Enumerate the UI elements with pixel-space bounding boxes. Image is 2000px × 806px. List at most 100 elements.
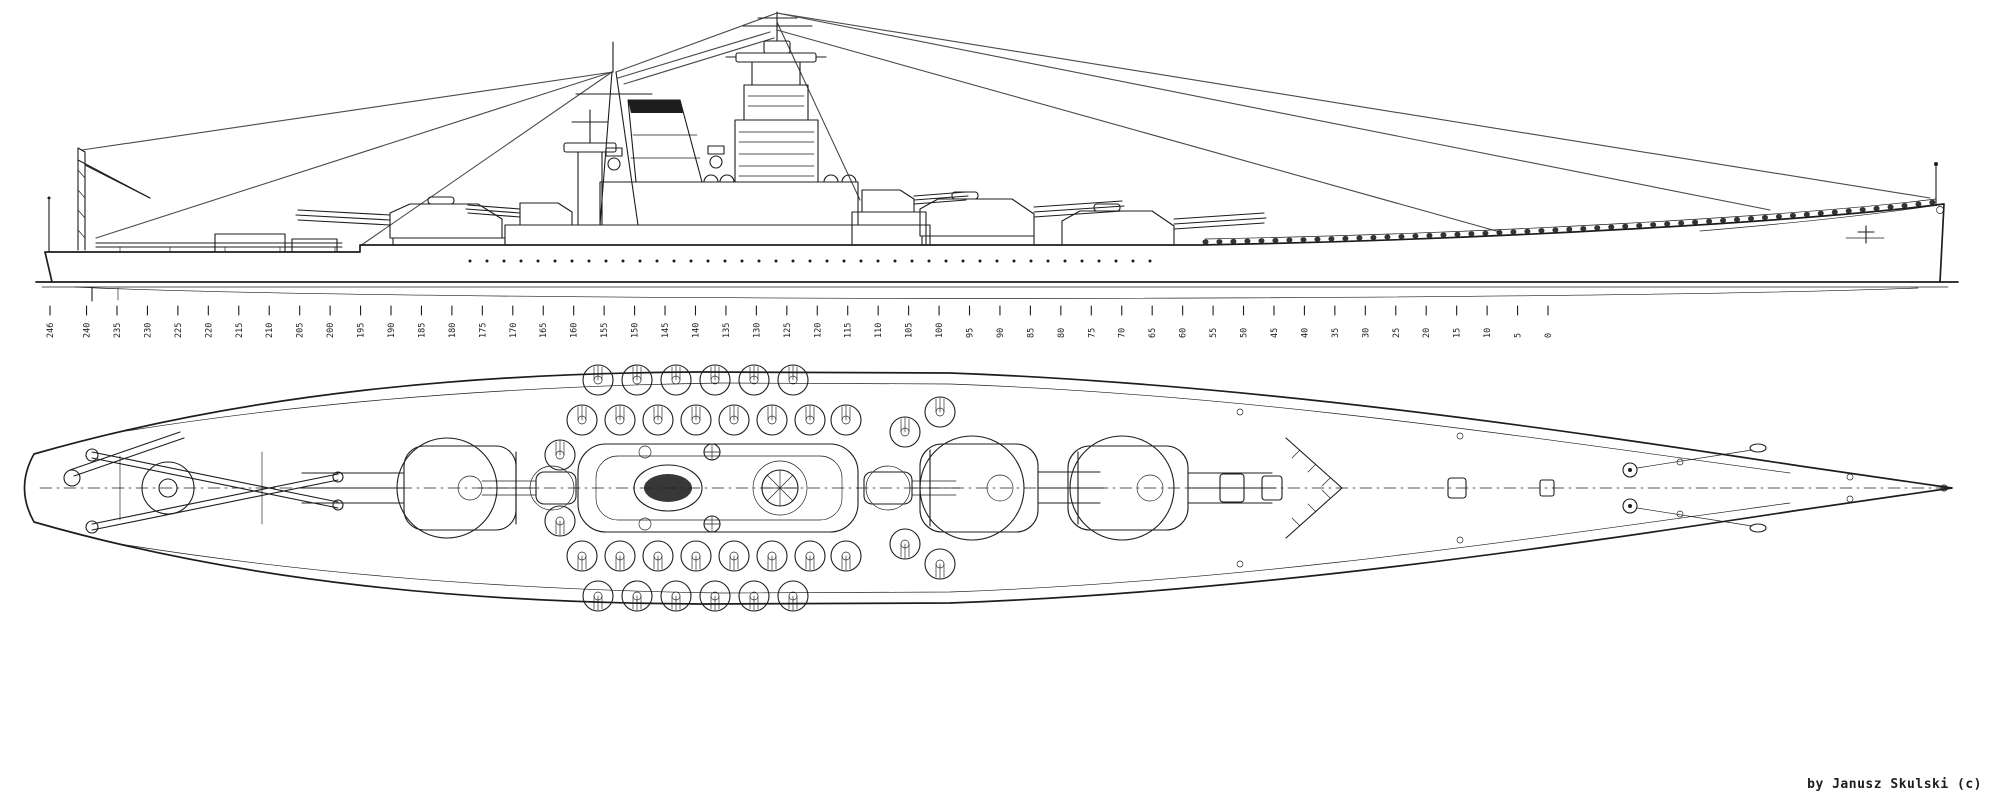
waterway-bottom bbox=[119, 502, 1791, 594]
frame-number: 20 bbox=[1422, 328, 1432, 338]
aa-mount bbox=[699, 364, 731, 396]
frame-number: 130 bbox=[752, 323, 762, 338]
aa-mount bbox=[924, 396, 956, 428]
aa-mount bbox=[660, 364, 692, 396]
main-rangefinder bbox=[735, 52, 817, 63]
frame-number: 240 bbox=[83, 323, 93, 338]
secondary-turret-forward-side bbox=[851, 189, 969, 246]
aa-mount bbox=[924, 548, 956, 580]
frame-number: 235 bbox=[113, 323, 123, 338]
aa-mount bbox=[889, 416, 921, 448]
frame-number: 220 bbox=[204, 323, 214, 338]
frame-number: 100 bbox=[935, 323, 945, 338]
aa-mount bbox=[544, 439, 576, 471]
aa-mount bbox=[738, 580, 770, 612]
aa-mount bbox=[738, 364, 770, 396]
frame-number: 215 bbox=[235, 323, 245, 338]
frame-number: 246 bbox=[46, 323, 56, 338]
foredeck-fittings bbox=[1219, 408, 1948, 568]
aa-mount bbox=[889, 528, 921, 560]
frame-number: 135 bbox=[722, 323, 732, 338]
rigging bbox=[81, 12, 1931, 247]
hull-bottom-line bbox=[74, 286, 1919, 299]
catapult bbox=[95, 233, 343, 253]
frame-number: 150 bbox=[631, 323, 641, 338]
aa-mount bbox=[830, 404, 862, 436]
stern-aircraft-rails bbox=[63, 431, 344, 534]
frame-number: 115 bbox=[844, 323, 854, 338]
aa-mount bbox=[699, 580, 731, 612]
funnel-side bbox=[605, 99, 857, 183]
anchor-chains bbox=[1622, 443, 1767, 533]
aa-mount bbox=[582, 364, 614, 396]
aft-fire-control-tower bbox=[577, 151, 603, 226]
aa-mount bbox=[544, 505, 576, 537]
aft-main-turret-side bbox=[295, 196, 506, 246]
frame-number: 140 bbox=[691, 323, 701, 338]
frame-number: 60 bbox=[1179, 328, 1189, 338]
aa-mount bbox=[604, 404, 636, 436]
funnel-plan bbox=[633, 464, 703, 512]
frame-number: 205 bbox=[296, 323, 306, 338]
aa-mount bbox=[794, 540, 826, 572]
frame-number: 85 bbox=[1026, 328, 1036, 338]
frame-number: 25 bbox=[1392, 328, 1402, 338]
aircraft-turntable bbox=[141, 461, 195, 515]
aa-mount bbox=[756, 404, 788, 436]
frame-number: 0 bbox=[1544, 333, 1554, 338]
bow-fittings bbox=[1845, 162, 1944, 244]
bow-crest bbox=[1936, 206, 1944, 214]
frame-number: 105 bbox=[905, 323, 915, 338]
frame-number: 40 bbox=[1300, 328, 1310, 338]
aa-mount bbox=[642, 404, 674, 436]
funnel-cap bbox=[628, 100, 683, 113]
secondary-turret-aft-plan bbox=[477, 465, 577, 511]
frame-number: 65 bbox=[1148, 328, 1158, 338]
frame-number: 175 bbox=[478, 323, 488, 338]
frame-number: 120 bbox=[813, 323, 823, 338]
aa-mount bbox=[777, 580, 809, 612]
frame-number: 55 bbox=[1209, 328, 1219, 338]
frame-number: 45 bbox=[1270, 328, 1280, 338]
frame-number: 145 bbox=[661, 323, 671, 338]
frame-number: 95 bbox=[966, 328, 976, 338]
aa-mount bbox=[566, 404, 598, 436]
frame-number: 50 bbox=[1240, 328, 1250, 338]
frame-number: 75 bbox=[1087, 328, 1097, 338]
bridge-tower-side bbox=[725, 11, 827, 183]
frame-number: 70 bbox=[1118, 328, 1128, 338]
frame-number: 210 bbox=[265, 323, 275, 338]
frame-number: 15 bbox=[1453, 328, 1463, 338]
aa-mount bbox=[777, 364, 809, 396]
main-turret-2-side bbox=[919, 191, 1125, 246]
frame-number: 160 bbox=[570, 323, 580, 338]
frame-number: 200 bbox=[326, 323, 336, 338]
aa-mount bbox=[756, 540, 788, 572]
porthole-row bbox=[468, 259, 1152, 263]
stern-crane bbox=[47, 147, 151, 253]
aft-superstructure bbox=[465, 41, 931, 246]
frame-number: 90 bbox=[996, 328, 1006, 338]
frame-number: 230 bbox=[143, 323, 153, 338]
jack-staff-plan bbox=[1940, 484, 1948, 492]
frame-number: 5 bbox=[1514, 333, 1524, 338]
plan-hull-outline bbox=[23, 371, 1953, 605]
frame-number: 195 bbox=[357, 323, 367, 338]
main-turret-2-plan bbox=[919, 435, 1105, 541]
breakwater bbox=[1285, 437, 1343, 539]
crane-plan bbox=[69, 431, 181, 471]
frame-number: 35 bbox=[1331, 328, 1341, 338]
aa-mount bbox=[566, 540, 598, 572]
secondary-turret-forward-plan bbox=[863, 465, 961, 511]
aa-mount bbox=[621, 364, 653, 396]
secondary-turret-aft-side bbox=[519, 202, 573, 226]
aa-mount bbox=[680, 540, 712, 572]
main-turret-1-side bbox=[1061, 203, 1267, 246]
frame-number: 165 bbox=[539, 323, 549, 338]
waterway-top bbox=[119, 382, 1791, 474]
credit-text: by Janusz Skulski (c) bbox=[1807, 777, 1982, 792]
frame-number: 185 bbox=[417, 323, 427, 338]
